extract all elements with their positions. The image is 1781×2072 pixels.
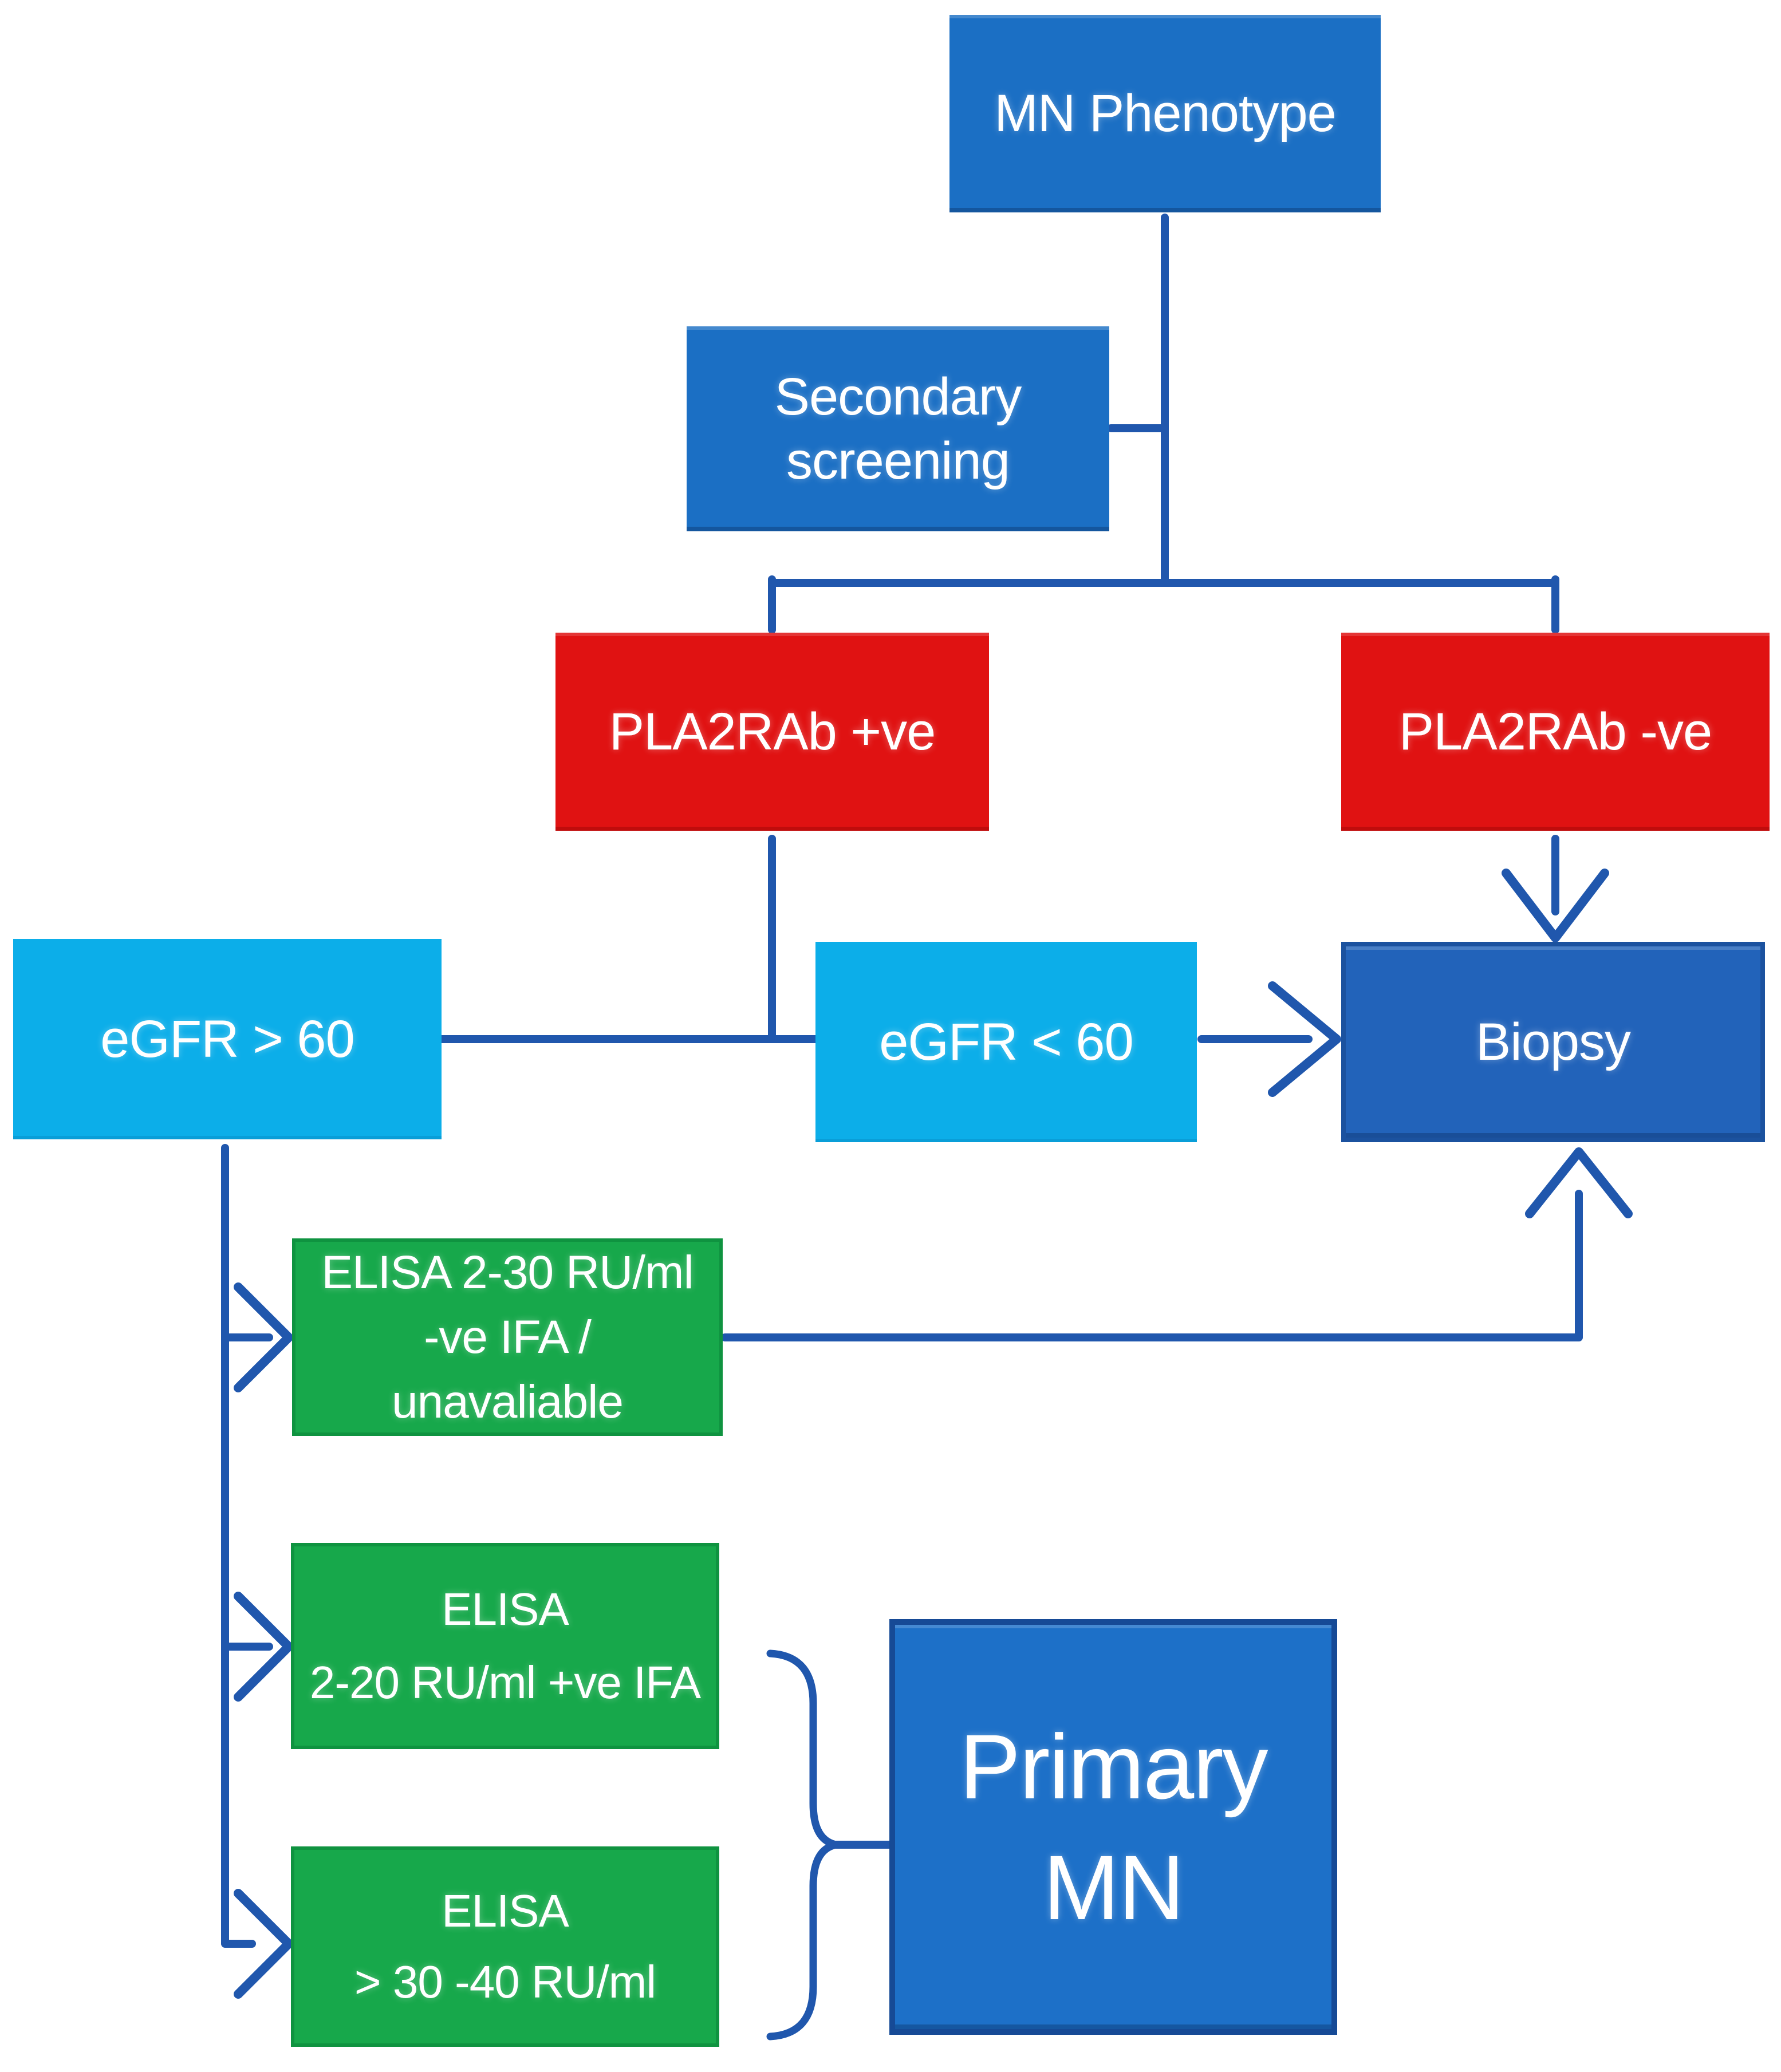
arrow-elisa230-biopsy-head: [1525, 1147, 1633, 1218]
node-pla2rab-positive-label: PLA2RAb +ve: [609, 702, 936, 761]
connector-egfrgt60-trunk: [221, 1144, 256, 1948]
connector-elisa230-biopsy: [721, 1190, 1583, 1341]
node-biopsy: Biopsy: [1341, 942, 1765, 1142]
node-elisa-2-30-line2: -ve IFA /: [424, 1311, 592, 1363]
arrow-trunk-elisa3040-head: [234, 1889, 293, 1999]
node-secondary-screening-line2: screening: [786, 432, 1010, 490]
connector-pla2rabpos-egfr: [438, 835, 819, 1043]
node-pla2rab-positive: PLA2RAb +ve: [555, 633, 989, 831]
node-elisa-2-20-line1: ELISA: [442, 1584, 569, 1635]
node-egfr-lt-60: eGFR < 60: [815, 942, 1197, 1142]
node-elisa-2-30-line1: ELISA 2-30 RU/ml: [321, 1246, 694, 1299]
node-elisa-2-30: ELISA 2-30 RU/ml -ve IFA / unavaliable: [292, 1238, 723, 1436]
arrow-trunk-elisa220-head: [234, 1592, 293, 1702]
node-pla2rab-negative: PLA2RAb -ve: [1341, 633, 1770, 831]
arrow-pla2rabneg-biopsy-head: [1502, 869, 1609, 942]
node-primary-mn: Primary MN: [889, 1619, 1337, 2035]
node-primary-mn-line1: Primary: [959, 1715, 1268, 1818]
node-secondary-screening: Secondary screening: [687, 326, 1109, 531]
node-pla2rab-negative-label: PLA2RAb -ve: [1398, 702, 1712, 761]
node-primary-mn-line2: MN: [1043, 1836, 1185, 1939]
node-elisa-30-40-line1: ELISA: [442, 1885, 569, 1936]
node-egfr-gt-60-label: eGFR > 60: [100, 1009, 355, 1068]
node-mn-phenotype: MN Phenotype: [949, 15, 1381, 212]
node-egfr-lt-60-label: eGFR < 60: [879, 1012, 1134, 1071]
node-elisa-2-20: ELISA 2-20 RU/ml +ve IFA: [291, 1543, 719, 1749]
connector-branch-bar: [768, 575, 1559, 634]
node-elisa-30-40: ELISA > 30 -40 RU/ml: [291, 1846, 719, 2047]
node-elisa-2-20-line2: 2-20 RU/ml +ve IFA: [309, 1657, 701, 1708]
node-elisa-2-30-line3: unavaliable: [392, 1376, 624, 1428]
node-elisa-30-40-line2: > 30 -40 RU/ml: [354, 1956, 656, 2008]
arrow-egfrlt60-biopsy-head: [1268, 981, 1341, 1097]
node-biopsy-label: Biopsy: [1475, 1012, 1631, 1071]
brace-group-primarymn: [766, 1649, 840, 2041]
node-mn-phenotype-label: MN Phenotype: [994, 84, 1337, 143]
node-egfr-gt-60: eGFR > 60: [13, 939, 442, 1139]
node-secondary-screening-line1: Secondary: [774, 367, 1022, 426]
arrow-trunk-elisa230-head: [234, 1282, 293, 1392]
